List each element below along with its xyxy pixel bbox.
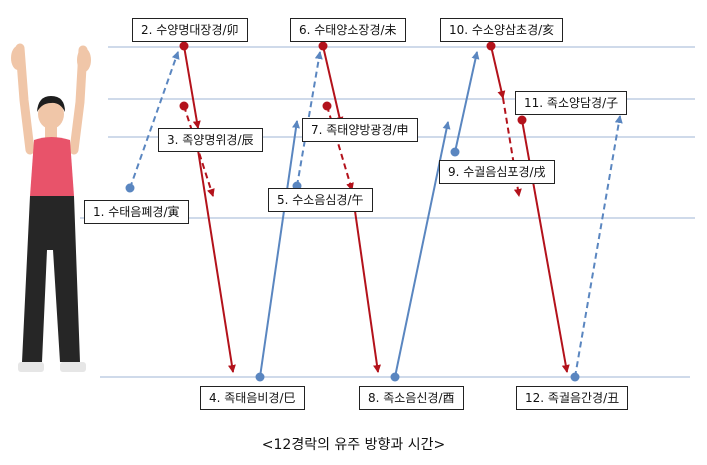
label-m12: 12. 족궐음간경/丑 [516,386,629,410]
meridian-arrow-5 [259,120,300,378]
meridian-arrow-11 [454,51,480,153]
meridian-arrow-3 [183,105,215,197]
meridian-start-dot-2 [179,41,189,51]
meridian-arrow-7 [322,45,344,125]
meridian-start-dot-12 [570,372,580,382]
meridian-arrow-4 [197,149,236,373]
meridian-start-dot-1 [125,183,135,193]
meridian-arrow-14 [521,119,570,373]
meridian-start-dot-8 [390,372,400,382]
label-m02: 2. 수양명대장경/卯 [132,18,248,42]
label-m04: 4. 족태음비경/巳 [200,386,305,410]
meridian-start-dot-10 [486,41,496,51]
meridian-arrow-12 [490,45,506,99]
label-m10: 10. 수소양삼초경/亥 [440,18,564,42]
meridian-start-dot-11 [517,115,527,125]
meridian-start-dot-9 [450,147,460,157]
label-m11: 11. 족소양담경/子 [515,91,628,115]
person-arms-raised-icon [11,43,91,372]
meridian-arrows [125,41,623,382]
meridian-arrow-1 [129,51,180,189]
meridian-start-dot-6 [318,41,328,51]
label-m08: 8. 족소음신경/酉 [359,386,464,410]
label-m03: 3. 족양명위경/辰 [158,128,263,152]
label-m06: 6. 수태양소장경/未 [290,18,406,42]
label-m09: 9. 수궐음심포경/戌 [439,160,555,184]
meridian-start-dot-7 [322,101,332,111]
meridian-arrow-2 [183,45,201,129]
label-m07: 7. 족태양방광경/申 [302,118,418,142]
diagram-caption: <12경락의 유주 방향과 시간> [261,437,446,453]
meridian-start-dot-4 [255,372,265,382]
label-m01: 1. 수태음폐경/寅 [84,200,189,224]
meridian-start-dot-3 [179,101,189,111]
meridian-arrow-6 [296,51,323,187]
meridian-arrow-9 [351,189,381,373]
meridian-arrow-15 [574,115,623,378]
label-m05: 5. 수소음심경/午 [268,188,373,212]
